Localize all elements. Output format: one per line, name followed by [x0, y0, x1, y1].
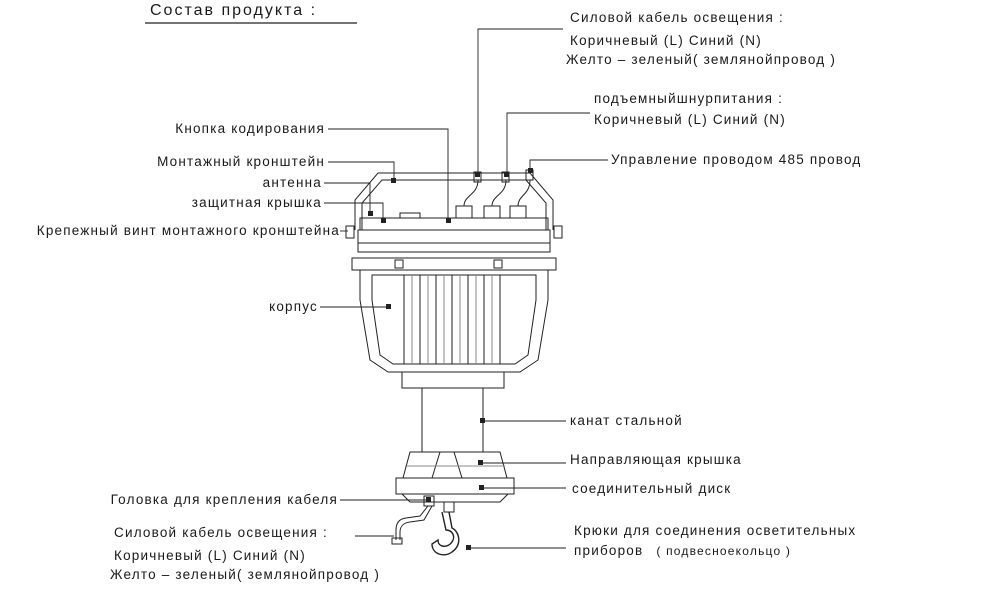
mounting-bracket [345, 172, 563, 239]
ring-band [351, 257, 557, 271]
bracket-screw-label: Крепежный винт монтажного кронштейна [36, 223, 340, 238]
housing-label: корпус [269, 299, 318, 314]
control-485-label: Управление проводом 485 провод [611, 152, 862, 167]
cable-head-shape [391, 495, 435, 545]
bottom-power-cable-line1: Коричневый (L) Синий (N) [114, 548, 306, 563]
coding-button-label: Кнопка кодирования [175, 121, 325, 136]
steel-cables [421, 388, 484, 452]
leader-lines [320, 28, 608, 549]
connecting-disc-label: соединительный диск [572, 481, 732, 496]
hooks-line2-main: приборов [574, 543, 644, 558]
hook-shape [431, 501, 460, 556]
guide-cover-shape [402, 451, 508, 479]
hooks-line1: Крюки для соединения осветительных [574, 523, 857, 538]
top-power-cable-line1: Коричневый (L) Синий (N) [570, 33, 762, 48]
mount-bracket-label: Монтажный кронштейн [157, 154, 325, 169]
guide-cover-label: Направляющая крышка [570, 452, 742, 467]
cable-glands [455, 169, 534, 219]
steel-cable-label: канат стальной [570, 413, 683, 428]
hooks-line2-note: ( подвесноекольцо ) [656, 544, 792, 558]
top-power-cable-line2: Желто – зеленый( землянойпровод ) [566, 52, 837, 67]
protective-cover-label: защитная крышка [191, 195, 322, 210]
protective-cover-shape [357, 212, 551, 253]
connecting-disc-shape [395, 477, 515, 503]
top-power-cable-title: Силовой кабель освещения : [570, 10, 784, 25]
bottom-power-cable-line2: Желто – зеленый( землянойпровод ) [110, 567, 381, 582]
leader-dots [368, 168, 533, 550]
bottom-power-cable-title: Силовой кабель освещения : [114, 525, 328, 540]
hooks-line2: приборов ( подвесноекольцо ) [574, 543, 791, 559]
housing-shape [359, 269, 549, 389]
cable-head-label: Головка для крепления кабеля [110, 492, 338, 507]
lift-cord-line1: Коричневый (L) Синий (N) [594, 112, 786, 127]
lift-cord-title: подъемныйшнурпитания : [594, 91, 784, 106]
antenna-label: антенна [262, 175, 322, 190]
diagram-title: Состав продукта : [150, 2, 318, 19]
